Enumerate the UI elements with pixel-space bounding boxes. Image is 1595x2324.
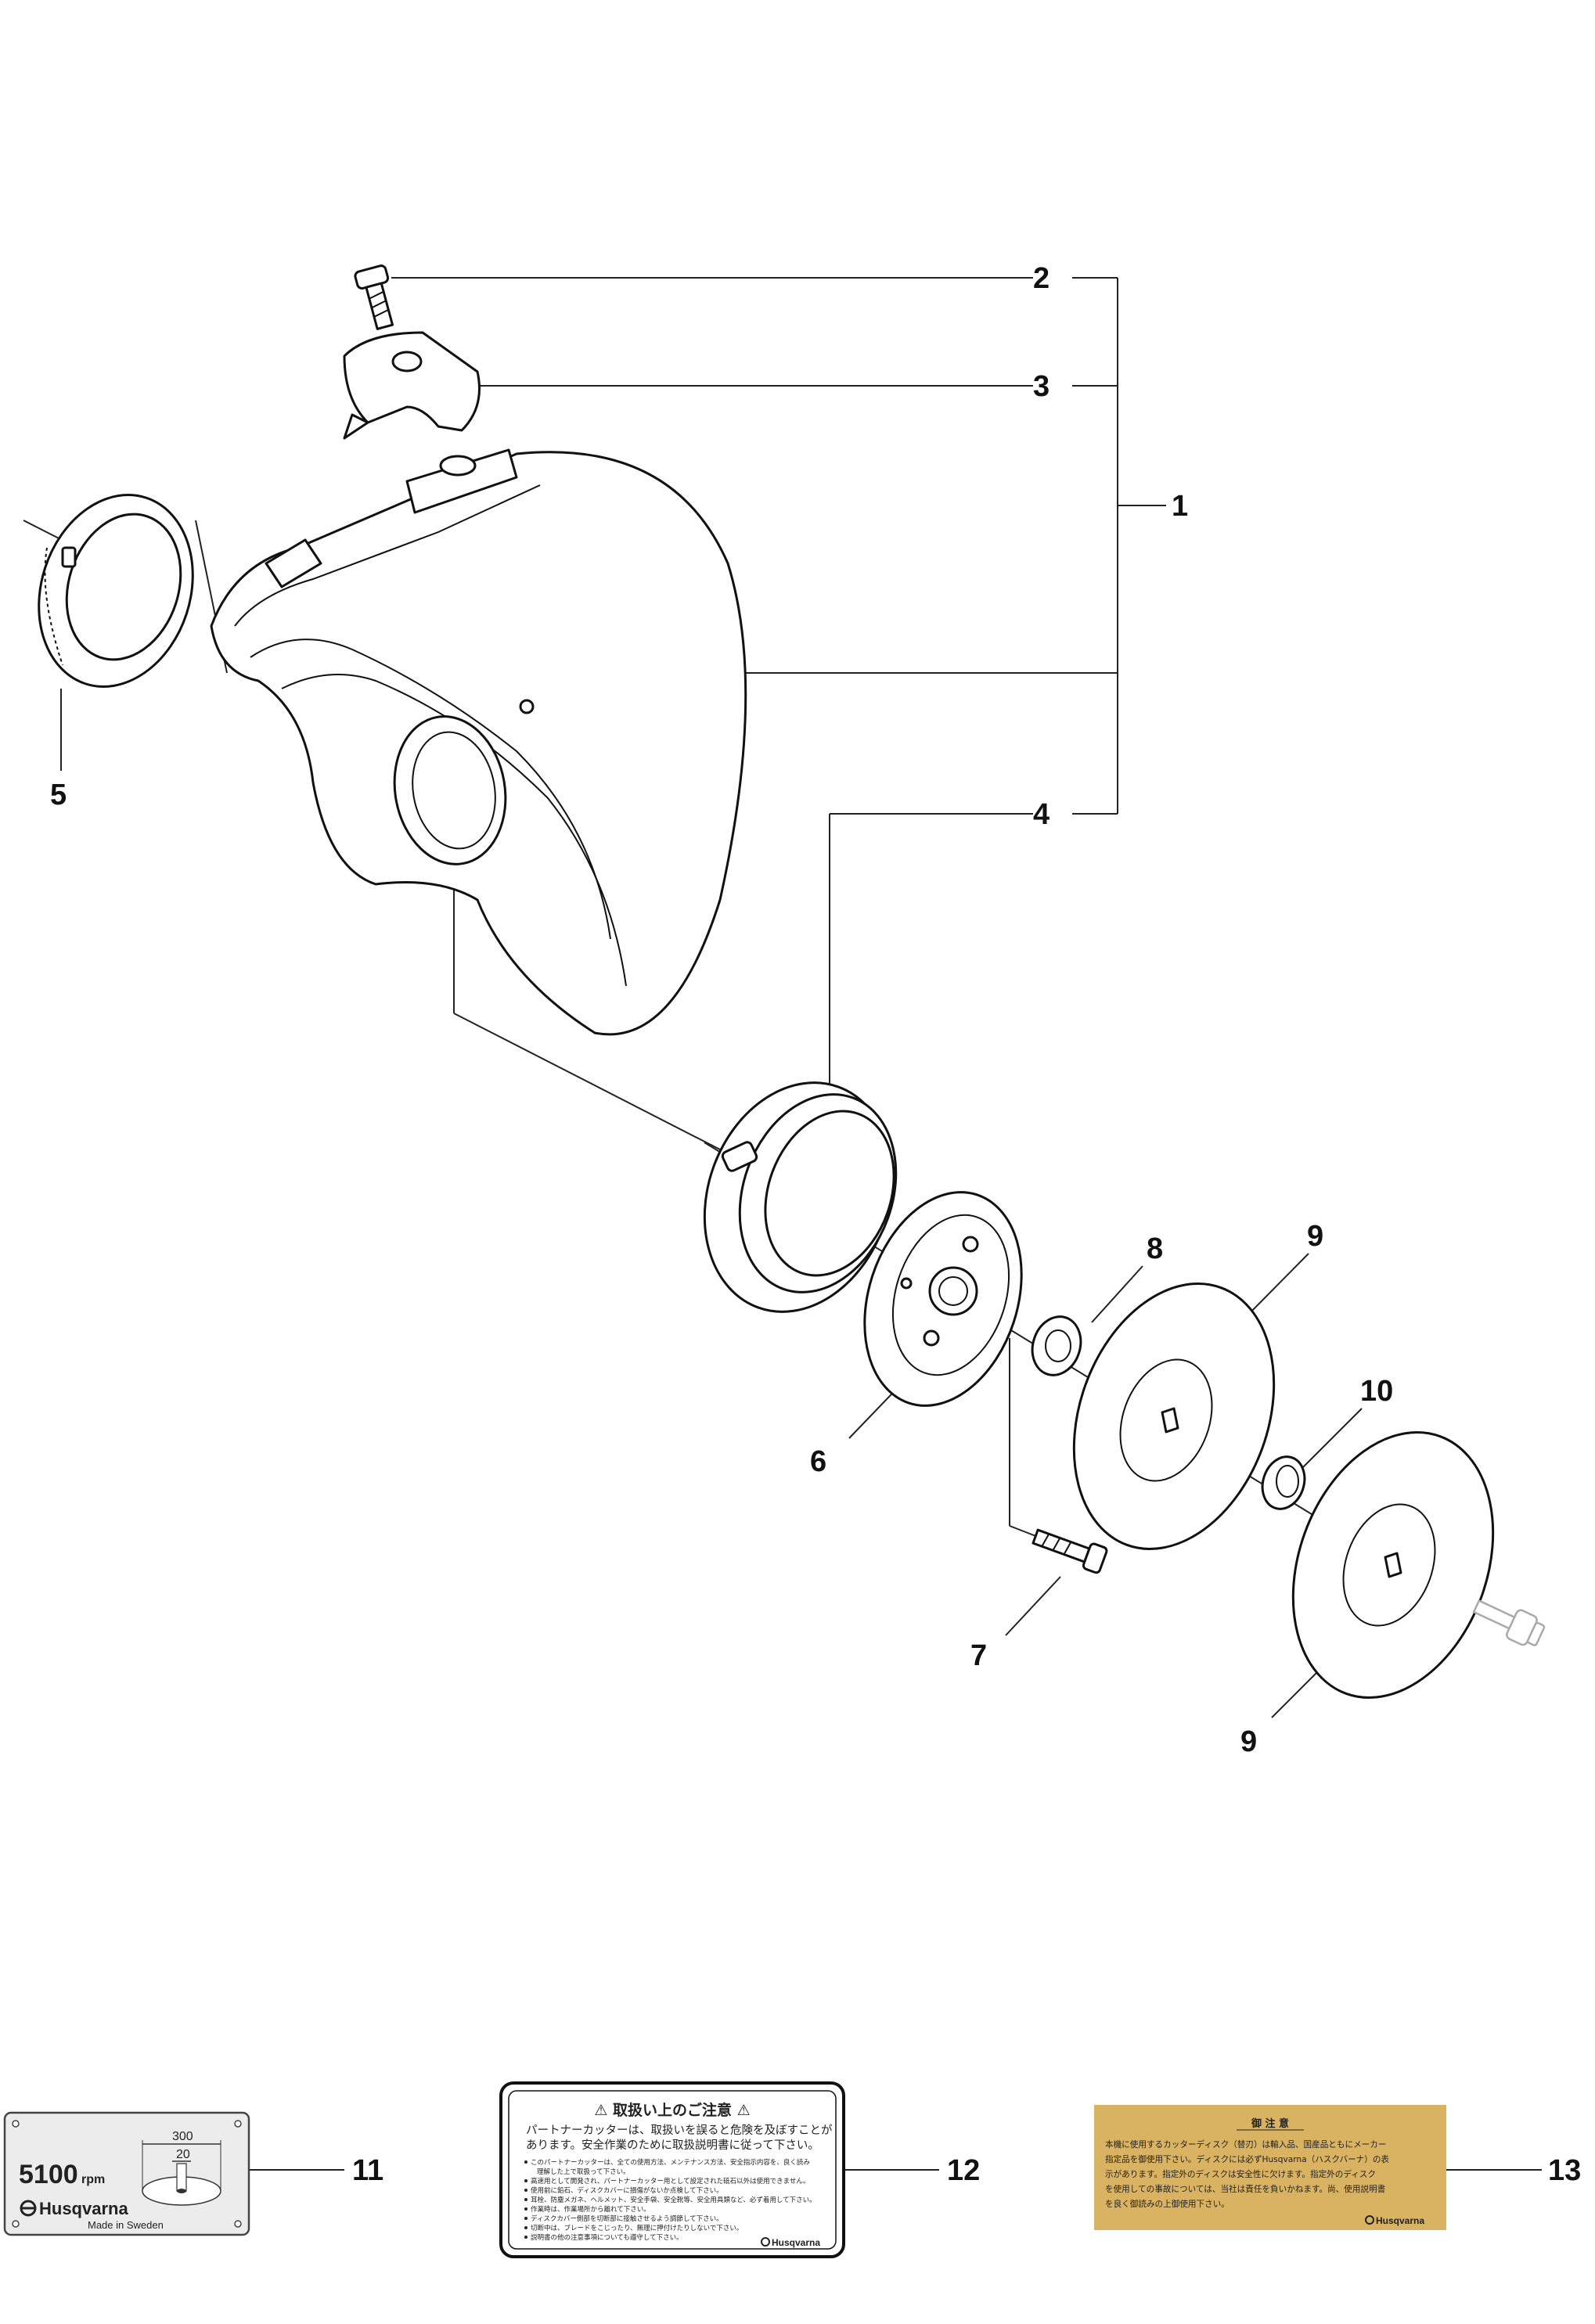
part-6-flange (863, 1191, 1023, 1407)
rpm-unit: rpm (81, 2173, 105, 2186)
callout-9-lower: 9 (1240, 1725, 1257, 1758)
caution-title: 御 注 意 (1251, 2117, 1289, 2130)
part-7-bolt (1032, 1528, 1108, 1574)
warning-list: このパートナーカッターは、全ての使用方法、メンテナンス方法、安全指示内容を、良く… (531, 2158, 816, 2242)
ghost-bolt (1472, 1599, 1546, 1646)
callout-5: 5 (50, 779, 67, 811)
dim-outer: 300 (172, 2130, 193, 2143)
husqvarna-logo-icon (20, 2200, 37, 2217)
part-8-nut (1031, 1315, 1082, 1376)
husqvarna-logo-icon (761, 2237, 770, 2247)
part-9-washer-lower (1291, 1431, 1495, 1699)
bullet-icons (524, 2160, 527, 2239)
warning-title: ⚠ 取扱い上のご注意 ⚠ (594, 2101, 750, 2119)
caution-line-4: を使用しての事故については、当社は責任を負いかねます。尚、使用説明書 (1105, 2184, 1385, 2194)
callout-11: 11 (352, 2154, 383, 2187)
callout-9-upper: 9 (1307, 1220, 1323, 1253)
brand-text-11: Husqvarna (39, 2199, 128, 2218)
warning-line: 高速用として開発され、パートナーカッター用として設定された砥石以外は使用できませ… (531, 2177, 809, 2185)
husqvarna-logo-icon (1365, 2215, 1374, 2225)
decal-12-warning-notice: ⚠ 取扱い上のご注意 ⚠ パートナーカッターは、取扱いを誤ると危険を及ぼすことが… (499, 2081, 845, 2258)
part-4-bearing-ring (703, 1081, 898, 1313)
origin-text: Made in Sweden (88, 2219, 164, 2231)
part-3-clamp (343, 331, 481, 440)
warning-line: 作業時は、作業場所から離れて下さい。 (531, 2205, 650, 2214)
brand-text-12: Husqvarna (772, 2237, 820, 2248)
callout-2: 2 (1033, 262, 1050, 295)
callout-8: 8 (1147, 1232, 1163, 1265)
warning-intro-2: あります。安全作業のために取扱説明書に従って下さい。 (526, 2138, 819, 2152)
callout-10: 10 (1360, 1375, 1393, 1408)
warning-line: 耳栓、防塵メガネ、ヘルメット、安全手袋、安全靴等、安全用具類など、必ず着用して下… (531, 2196, 816, 2204)
caution-line-1: 本機に使用するカッターディスク（替刃）は輸入品、国産品ともにメーカー (1105, 2139, 1386, 2150)
decal-11-rpm-plate: 5100 rpm 300 20 Husqvarna Made in Sweden (3, 2111, 250, 2236)
caution-line-3: 示があります。指定外のディスクは安全性に欠けます。指定外のディスク (1105, 2169, 1376, 2179)
warning-line: 切断中は、ブレードをこじったり、無理に押付けたりしないで下さい。 (531, 2224, 743, 2232)
callout-12: 12 (947, 2154, 980, 2187)
caution-line-2: 指定品を御使用下さい。ディスクには必ずHusqvarna（ハスクバーナ）の表 (1105, 2154, 1389, 2164)
rpm-value: 5100 (19, 2160, 78, 2189)
callout-1: 1 (1172, 490, 1188, 523)
warning-intro-1: パートナーカッターは、取扱いを誤ると危険を及ぼすことが (526, 2124, 833, 2137)
blade-guard-shell (210, 448, 747, 1036)
warning-line: 説明書の他の注意事項についても遵守して下さい。 (531, 2233, 683, 2242)
part-2-screw (354, 264, 394, 330)
callout-6: 6 (810, 1445, 826, 1478)
part-10-spacer (1261, 1455, 1306, 1510)
part-5-ring (38, 494, 194, 688)
callout-13: 13 (1548, 2154, 1581, 2187)
part-9-washer-upper (1072, 1283, 1276, 1550)
warning-line: 理解した上で取扱って下さい。 (537, 2168, 630, 2176)
warning-line: ディスクカバー側部を切断部に接触させるよう調節して下さい。 (531, 2214, 723, 2223)
callout-4: 4 (1033, 798, 1050, 831)
warning-line: 使用前に鉛石、ディスクカバーに損傷がないか点検して下さい。 (531, 2186, 723, 2195)
dim-inner: 20 (176, 2148, 190, 2161)
callout-3: 3 (1033, 370, 1050, 403)
decal-13-caution-notice: 御 注 意 本機に使用するカッターディスク（替刃）は輸入品、国産品ともにメーカー… (1094, 2105, 1446, 2230)
brand-text-13: Husqvarna (1376, 2215, 1424, 2226)
caution-line-5: を良く御読みの上御使用下さい。 (1105, 2199, 1230, 2209)
warning-line: このパートナーカッターは、全ての使用方法、メンテナンス方法、安全指示内容を、良く… (531, 2158, 810, 2167)
callout-7: 7 (970, 1639, 987, 1672)
